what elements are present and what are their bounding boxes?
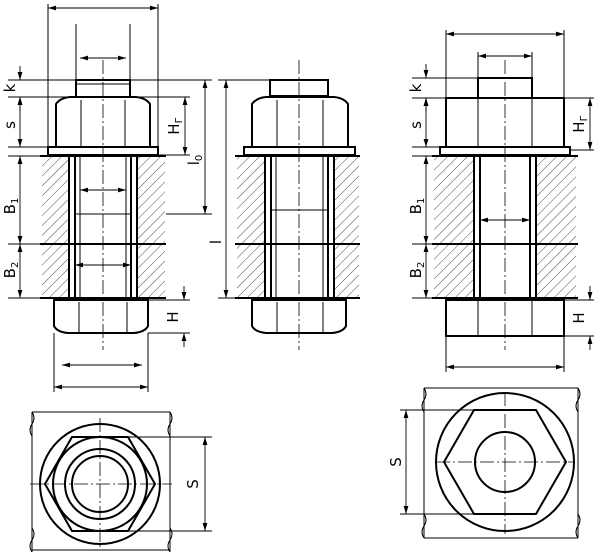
svg-text:B2: B2 (407, 262, 427, 279)
upper-plate-right-hatch (137, 156, 165, 244)
label-h-left: H (164, 311, 182, 322)
label-k-left: k (1, 83, 19, 92)
label-b1-left: B1 (1, 198, 21, 215)
label-hg-right: HГ (570, 115, 590, 132)
middle-washer (243, 146, 356, 156)
label-hg-left: HГ (165, 117, 185, 134)
lower-plate-left-hatch (42, 244, 69, 298)
right-upper-left-hatch (434, 156, 474, 244)
label-s-right: s (407, 121, 425, 129)
label-k-right: k (407, 83, 425, 92)
label-S-right: S (387, 457, 405, 467)
label-l0: l0 (185, 155, 205, 166)
left-plan-view: S (29, 411, 212, 552)
svg-text:l0: l0 (185, 155, 205, 166)
right-upper-right-hatch (536, 156, 576, 244)
lower-plate-right-hatch (137, 244, 165, 298)
label-b1-right: B1 (407, 198, 427, 215)
right-lower-right-hatch (536, 244, 576, 298)
middle-lower-right-hatch (334, 244, 359, 298)
svg-text:B2: B2 (1, 262, 21, 279)
label-s-left: s (1, 121, 19, 129)
svg-text:B1: B1 (407, 198, 427, 215)
label-l: l (207, 240, 225, 244)
middle-lower-left-hatch (237, 244, 265, 298)
right-section-view: k s B1 B2 HГ H (407, 30, 594, 372)
right-plan-view: S (387, 387, 581, 539)
middle-upper-right-hatch (334, 156, 359, 244)
bottom-nut (53, 299, 149, 334)
label-b2-right: B2 (407, 262, 427, 279)
label-S-left: S (184, 479, 202, 489)
middle-top-nut (251, 96, 349, 148)
svg-text:HГ: HГ (165, 117, 185, 134)
label-h-right: H (570, 312, 588, 323)
svg-text:HГ: HГ (570, 115, 590, 132)
middle-upper-left-hatch (237, 156, 265, 244)
right-lower-left-hatch (434, 244, 474, 298)
upper-plate-left-hatch (42, 156, 69, 244)
label-b2-left: B2 (1, 262, 21, 279)
middle-section-view: l (207, 60, 360, 350)
svg-text:B1: B1 (1, 198, 21, 215)
left-section-view: k s B1 B2 HГ l0 H (1, 4, 212, 392)
